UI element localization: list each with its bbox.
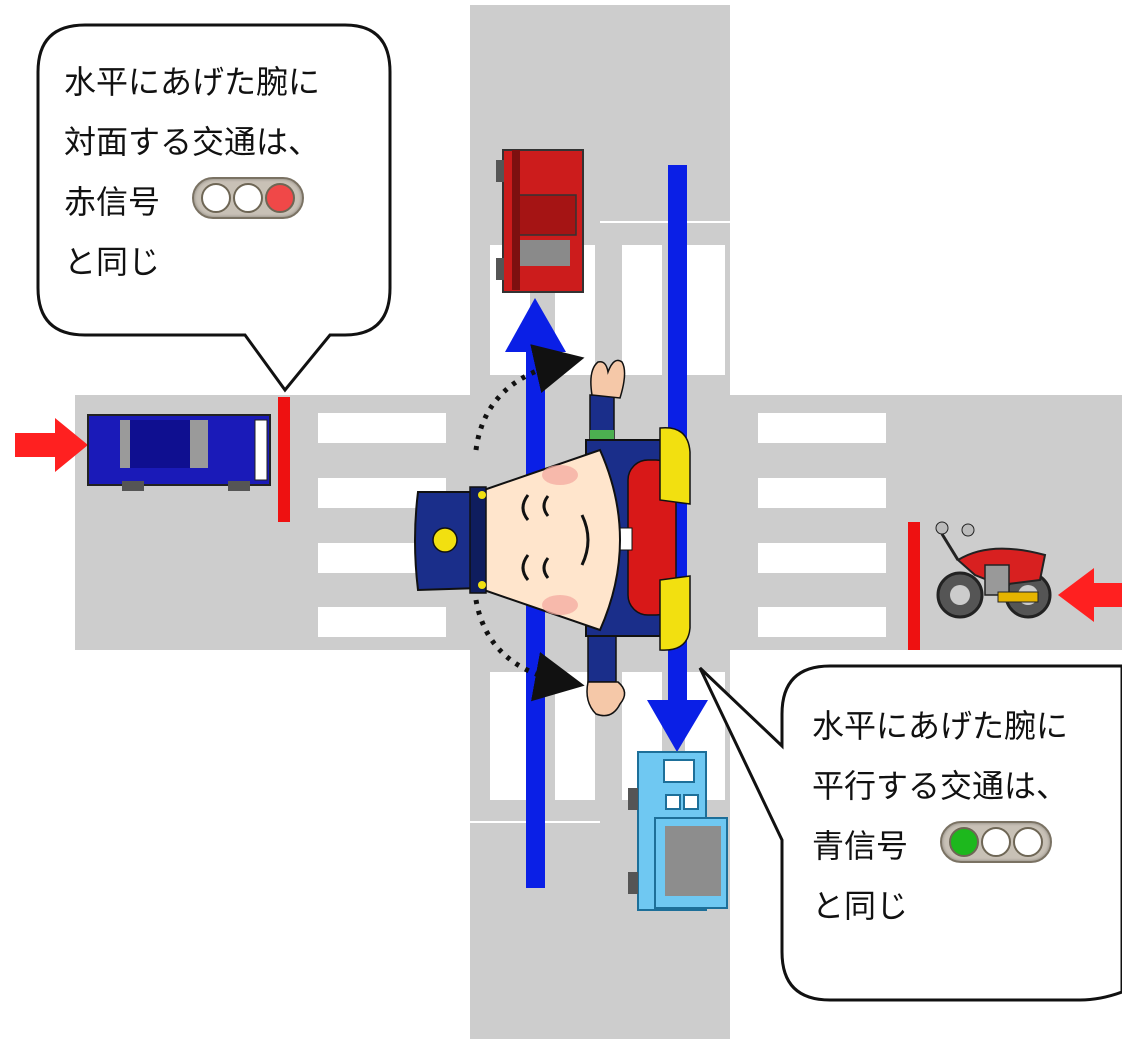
stop-line-east — [908, 522, 920, 650]
car-red-north — [496, 149, 584, 293]
approach-arrow-east — [1058, 568, 1122, 622]
signal-lamp-1 — [201, 183, 232, 213]
bubble-right-line-3-row: 青信号 — [812, 816, 1068, 876]
bubble-right-shape — [698, 664, 1122, 1002]
rotate-arrow-lower — [473, 599, 585, 702]
bubble-left-line-2: 対面する交通は、 — [64, 123, 321, 161]
bubble-left-line-3-row: 赤信号 — [64, 172, 320, 232]
bubble-left-line-1: 水平にあげた腕に — [64, 63, 321, 101]
crosswalk-east — [758, 413, 886, 637]
signal-lamp-3 — [1013, 827, 1044, 857]
signal-lamp-1 — [949, 827, 980, 857]
signal-lamp-3 — [265, 183, 296, 213]
stop-line-west — [278, 397, 290, 522]
bubble-right-line-1: 水平にあげた腕に — [812, 707, 1069, 745]
traffic-light-red-icon — [192, 177, 305, 219]
signal-lamp-2 — [233, 183, 264, 213]
signal-lamp-2 — [981, 827, 1012, 857]
car-blue-east — [87, 414, 271, 491]
traffic-light-green-icon — [940, 821, 1053, 863]
police-officer — [414, 359, 691, 717]
bubble-left-line-3: 赤信号 — [64, 183, 161, 221]
bubble-left: 水平にあげた腕に 対面する交通は、 赤信号 と同じ — [64, 52, 320, 292]
bubble-right-line-4: と同じ — [812, 887, 909, 925]
bubble-left-line-4: と同じ — [64, 243, 161, 281]
bubble-right-line-3: 青信号 — [812, 827, 909, 865]
bubble-right: 水平にあげた腕に 平行する交通は、 青信号 と同じ — [812, 696, 1068, 936]
bus-light-blue-south — [628, 751, 728, 911]
approach-arrow-west — [15, 418, 88, 472]
bubble-right-line-2: 平行する交通は、 — [812, 767, 1069, 805]
motorcycle-red-west — [935, 521, 1052, 619]
